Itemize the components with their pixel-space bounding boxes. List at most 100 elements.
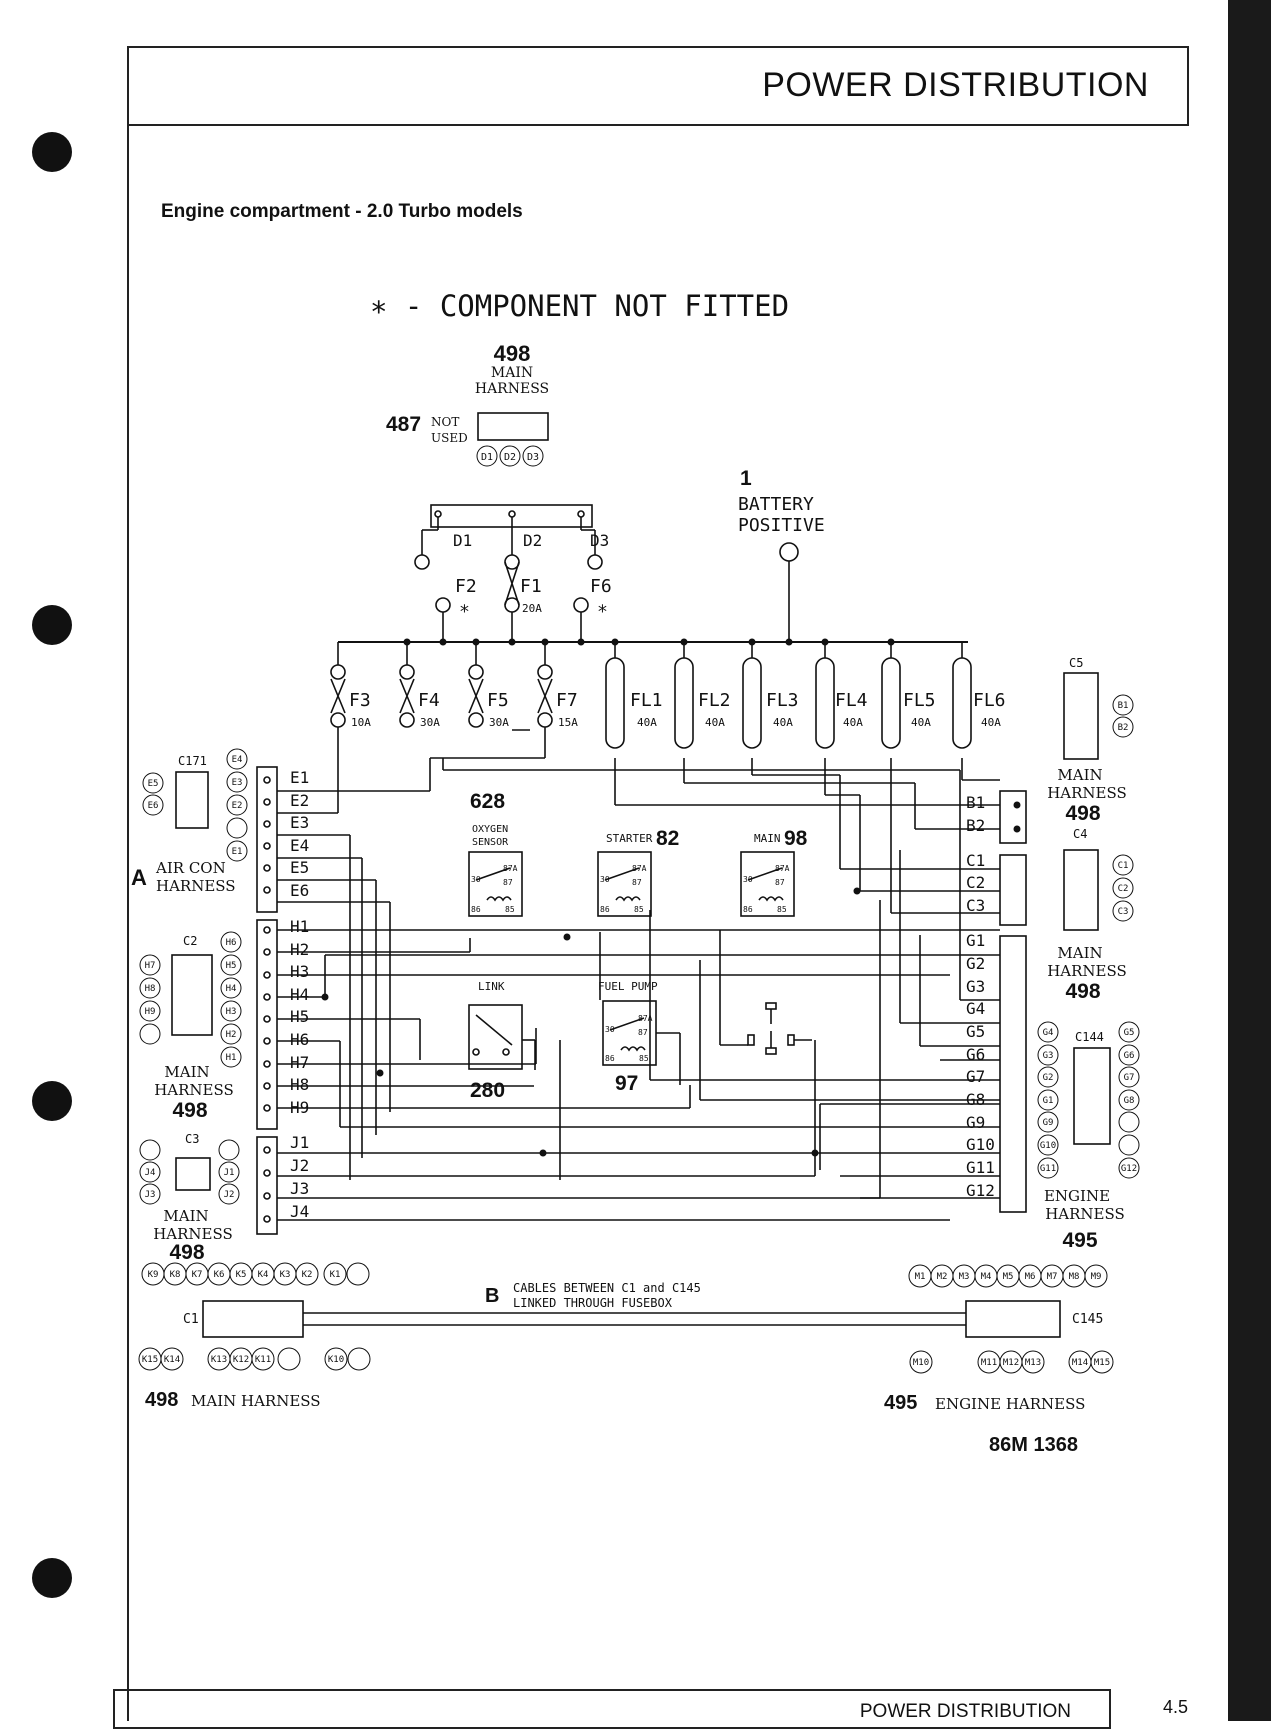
pin-label: H8	[145, 984, 156, 994]
terminal-block-c	[999, 854, 1027, 926]
connector-name: C2	[183, 934, 197, 948]
terminal-label: E2	[290, 791, 309, 810]
d-pin-label: D3	[590, 531, 609, 550]
pin-label: M14	[1072, 1358, 1088, 1368]
harness-label: MAIN	[164, 1063, 209, 1081]
terminal-dots	[263, 776, 271, 1223]
harness-number: 498	[145, 1389, 178, 1411]
relay-pin: 87	[503, 878, 513, 887]
harness-number: 498	[1065, 980, 1100, 1003]
terminal-label: H9	[290, 1098, 309, 1117]
pin-label: H9	[145, 1007, 156, 1017]
pin-label: K2	[302, 1270, 313, 1280]
pin-label: K7	[192, 1270, 203, 1280]
pin-label: H3	[226, 1007, 237, 1017]
fuse-rating: 30A	[489, 716, 509, 729]
relay-pin: 85	[634, 905, 644, 914]
relay-number: 98	[784, 827, 808, 850]
c171-pins: E5 E6 E4 E3 E2 E1	[142, 748, 248, 862]
c5-pins: B1 B2	[1112, 694, 1134, 738]
fuse-label-f2: F2	[455, 576, 477, 597]
pin-label: K15	[142, 1355, 158, 1365]
fuse-label: F5	[487, 690, 509, 711]
terminal-label: C1	[966, 851, 985, 870]
relay-number: 280	[470, 1079, 505, 1102]
terminal-label: G6	[966, 1045, 985, 1064]
terminal-block-j	[256, 1136, 278, 1235]
pin-label: E3	[232, 778, 243, 788]
cable-label: LINKED THROUGH FUSEBOX	[513, 1296, 673, 1310]
pin-label: M4	[981, 1272, 992, 1282]
connector-name: C5	[1069, 656, 1083, 670]
terminal-label: G2	[966, 954, 985, 973]
relay-box-oxygen	[468, 851, 523, 917]
page-number: 4.5	[1163, 1697, 1189, 1717]
c145-pins: M1 M2 M3 M4 M5 M6 M7 M8 M9 M10 M11 M12 M…	[908, 1264, 1114, 1374]
terminal-block-h	[256, 919, 278, 1130]
relay-label: LINK	[478, 980, 505, 993]
pin-label: K14	[164, 1355, 180, 1365]
harness-label: AIR CON	[155, 859, 226, 877]
fuse-f1-rating: 20A	[522, 602, 542, 615]
pin-label: H5	[226, 961, 237, 971]
punch-hole	[32, 132, 72, 172]
terminal-label: H6	[290, 1030, 309, 1049]
harness-label: HARNESS	[156, 877, 236, 895]
relay-pin: 86	[743, 905, 753, 914]
terminal-label: G9	[966, 1113, 985, 1132]
pin-label: M10	[913, 1358, 929, 1368]
pin-label: G7	[1124, 1073, 1135, 1083]
relay-pin: 85	[505, 905, 515, 914]
page-title: POWER DISTRIBUTION	[762, 66, 1149, 104]
relay-pin: 30	[743, 875, 753, 884]
fusible-link-label: FL1	[630, 690, 663, 711]
c5-connector-body	[1063, 672, 1099, 760]
frame-border	[127, 124, 129, 1721]
connector-name: C4	[1073, 827, 1087, 841]
relay-box-starter	[597, 851, 652, 917]
relay-pin: 30	[600, 875, 610, 884]
relay-pin: 85	[639, 1054, 649, 1063]
pin-label: E2	[232, 801, 243, 811]
pin-label: M6	[1025, 1272, 1036, 1282]
terminal-label: J3	[290, 1179, 309, 1198]
pin-label: E1	[232, 847, 243, 857]
terminal-label: B1	[966, 793, 985, 812]
connector-name: C144	[1075, 1030, 1104, 1044]
fusible-link-label: FL2	[698, 690, 731, 711]
pin-label: K9	[148, 1270, 159, 1280]
pin-label: K10	[328, 1355, 344, 1365]
pin-label: K5	[236, 1270, 247, 1280]
top-harness-line2: HARNESS	[475, 381, 549, 397]
pin-label: H7	[145, 961, 156, 971]
fuse-label-f6: F6	[590, 576, 612, 597]
terminal-label: H2	[290, 940, 309, 959]
binder-spine-shadow	[1228, 0, 1271, 1721]
punch-hole	[32, 1558, 72, 1598]
harness-number: 498	[172, 1099, 207, 1122]
pin-label: K11	[255, 1355, 271, 1365]
terminal-label: G5	[966, 1022, 985, 1041]
pin-label: K8	[170, 1270, 181, 1280]
harness-label: HARNESS	[1047, 784, 1127, 802]
pin-label: B2	[1118, 723, 1129, 733]
pin-label: K3	[280, 1270, 291, 1280]
relay-pin: 30	[605, 1025, 615, 1034]
pin-label: G10	[1040, 1141, 1056, 1151]
relay-label: FUEL PUMP	[598, 980, 658, 993]
terminal-label: G4	[966, 999, 985, 1018]
c4-connector-body	[1063, 849, 1099, 931]
c1-pins: K9 K8 K7 K6 K5 K4 K3 K2 K1 K15 K14 K13 K…	[138, 1262, 371, 1371]
pin-label: M3	[959, 1272, 970, 1282]
fusible-link-rating: 40A	[705, 716, 725, 729]
left-terminal-labels: E1 E2 E3 E4 E5 E6 H1 H2 H3 H4 H5 H6 H7 H…	[290, 768, 309, 1221]
fusible-link-rating: 40A	[981, 716, 1001, 729]
diagram-subtitle: Engine compartment - 2.0 Turbo models	[161, 201, 523, 222]
battery-line1: BATTERY	[738, 494, 814, 515]
pin-label: E4	[232, 755, 243, 765]
c2-connector-body	[171, 954, 213, 1036]
terminal-label: E5	[290, 858, 309, 877]
fuse-rating: 15A	[558, 716, 578, 729]
pin-label: G2	[1043, 1073, 1054, 1083]
harness-label: HARNESS	[153, 1225, 233, 1243]
